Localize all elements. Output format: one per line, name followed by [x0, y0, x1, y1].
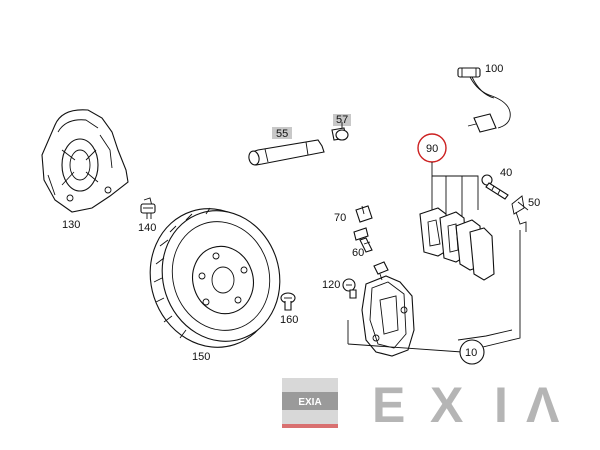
watermark-letter-e: E [372, 377, 405, 433]
label-55: 55 [276, 128, 288, 140]
brake-caliper-part [361, 261, 415, 357]
splash-shield-part [41, 109, 129, 213]
bolt-140-part [140, 197, 156, 219]
label-10: 10 [465, 347, 477, 359]
label-57: 57 [336, 114, 348, 126]
caliper-bolt-part [481, 174, 509, 200]
label-100: 100 [485, 63, 503, 75]
caliper-callout [347, 230, 521, 365]
label-70: 70 [334, 212, 346, 224]
guide-pin-part [248, 127, 325, 166]
spring-clip-part [511, 195, 529, 232]
brake-pad-set-part [419, 207, 495, 281]
wear-sensor-part [457, 67, 511, 133]
label-160: 160 [280, 314, 298, 326]
label-120: 120 [322, 279, 340, 291]
watermark-letter-a: Λ [526, 377, 560, 433]
label-150: 150 [192, 351, 210, 363]
mounting-bolt-part [342, 278, 357, 299]
guide-bolt-part [331, 114, 351, 141]
brake-disc-part [149, 207, 281, 348]
watermark-logo: EXIA [282, 378, 338, 428]
label-60: 60 [352, 247, 364, 259]
label-40: 40 [500, 167, 512, 179]
cap-70-part [355, 205, 373, 223]
pad-set-callout [417, 133, 479, 218]
logo-badge-text: EXIA [298, 397, 321, 408]
label-130: 130 [62, 219, 80, 231]
label-140: 140 [138, 222, 156, 234]
label-box-55 [272, 127, 292, 139]
label-box-57 [333, 114, 351, 126]
watermark-letters: E X I Λ [372, 377, 560, 433]
label-90: 90 [426, 143, 438, 155]
watermark-letter-x: X [430, 377, 463, 433]
label-50: 50 [528, 197, 540, 209]
callout-circle-10 [459, 339, 485, 365]
screw-160-part [280, 292, 296, 311]
bleeder-valve-part [353, 227, 373, 253]
watermark-letter-i: I [494, 377, 508, 433]
